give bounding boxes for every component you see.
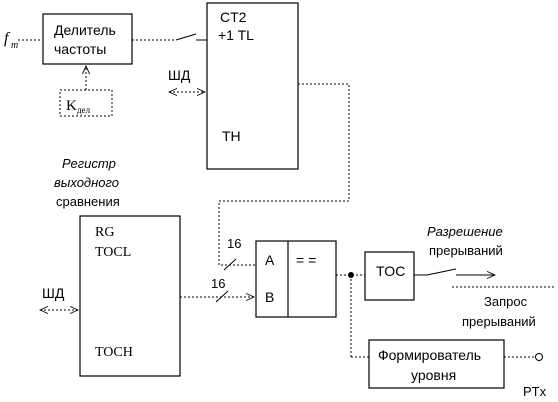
level-former-line1: Формирователь	[378, 347, 481, 363]
compare-register-low: TOCL	[95, 245, 131, 260]
compare-register-rg: RG	[95, 225, 114, 240]
interrupt-request-line1: Запрос	[484, 294, 528, 309]
compare-register-high: TOCH	[95, 345, 133, 360]
compare-register-block: RG TOCL TOCH	[79, 215, 181, 377]
input-signal-label: f т	[4, 30, 18, 51]
timer-block: CT2 +1 TL TH	[206, 2, 299, 170]
compare-register-caption-line1: Регистр	[62, 156, 116, 171]
interrupt-request-line2: прерываний	[462, 314, 536, 329]
bus-width-b-slash	[215, 290, 229, 303]
input-signal-f: f	[4, 30, 11, 47]
comparator-block: A B = =	[255, 240, 337, 318]
compare-register-caption-line3: сравнения	[56, 194, 120, 209]
divider-label-line1: Делитель	[54, 22, 116, 38]
toc-label: TOC	[376, 263, 405, 279]
timer-name: CT2	[220, 9, 247, 25]
timer-to-comparator-a-line	[218, 83, 350, 266]
output-pin-label: PTx	[523, 384, 547, 399]
comparator-input-b: B	[265, 289, 274, 305]
toc-block: TOC	[364, 251, 415, 301]
timer-high-register: TH	[222, 128, 241, 144]
k-divider-block: K дел	[59, 89, 113, 117]
interrupt-enable-switch	[426, 268, 457, 276]
timer-low-register: +1 TL	[218, 27, 254, 43]
output-pin-terminal	[535, 353, 543, 361]
frequency-divider-block: Делитель частоты	[42, 13, 133, 65]
bus-width-a-label: 16	[227, 236, 241, 251]
data-bus-left-label: ШД	[42, 285, 65, 301]
input-signal-subscript: т	[11, 40, 18, 51]
comparator-input-a: A	[265, 252, 275, 268]
bus-width-a-slash	[223, 258, 237, 271]
comparator-operator: = =	[296, 252, 316, 268]
bus-width-b-label: 16	[211, 276, 225, 291]
data-bus-top-label: ШД	[168, 67, 191, 83]
k-divider-subscript: дел	[77, 105, 91, 115]
k-divider-label: K	[66, 98, 77, 114]
compare-register-caption-line2: выходного	[54, 175, 119, 190]
interrupt-enable-line1: Разрешение	[427, 224, 503, 239]
level-former-block: Формирователь уровня	[368, 339, 505, 389]
clock-switch	[175, 33, 197, 41]
level-former-line2: уровня	[411, 367, 456, 383]
interrupt-enable-line2: прерываний	[429, 243, 503, 258]
divider-label-line2: частоты	[54, 41, 106, 57]
